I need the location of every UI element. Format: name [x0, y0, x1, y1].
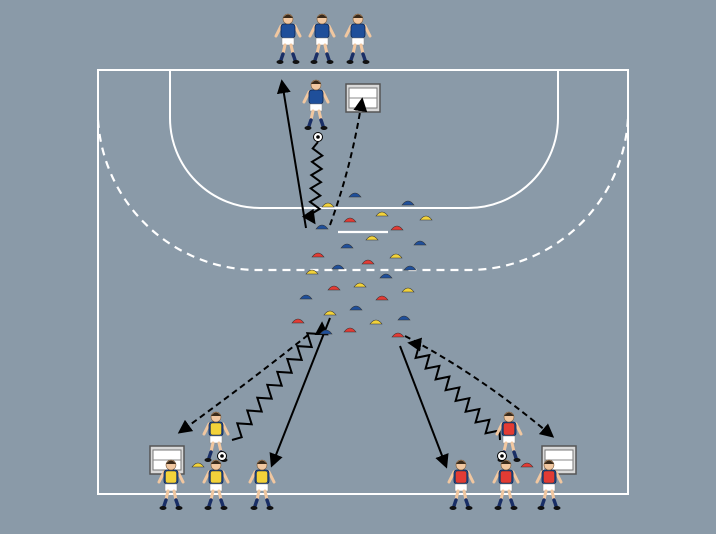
cone-icon: [331, 264, 345, 270]
cone-icon: [413, 240, 427, 246]
cone-icon: [353, 282, 367, 288]
cone-icon: [305, 269, 319, 275]
yellow-dribble-arrow: [231, 321, 329, 441]
cone-icon: [369, 319, 383, 325]
player-icon: [495, 411, 523, 462]
cone-icon: [327, 285, 341, 291]
cone-icon: [403, 265, 417, 271]
cone-icon: [348, 192, 362, 198]
cone-icon: [349, 305, 363, 311]
movement-arrows: [177, 79, 555, 469]
cone-icon: [397, 315, 411, 321]
blue-pass-arrow: [329, 97, 368, 226]
balls: [217, 132, 507, 461]
court-lines: [96, 69, 630, 495]
player-icon: [447, 459, 475, 510]
cone-icon: [391, 332, 405, 338]
ball-icon: [497, 451, 507, 461]
cone-icon: [520, 462, 534, 468]
cone-icon: [340, 243, 354, 249]
free-throw-line: [96, 117, 630, 272]
cone-icon: [343, 327, 357, 333]
cone-icon: [365, 235, 379, 241]
yellow-run-arrow: [269, 317, 331, 468]
blue-run-arrow: [276, 79, 307, 229]
cone-icon: [401, 287, 415, 293]
goal-box-icon: [345, 83, 381, 113]
ball-icon: [313, 132, 323, 142]
player-icon: [492, 459, 520, 510]
cone-icon: [299, 294, 313, 300]
cone-icon: [315, 224, 329, 230]
cone-icon: [311, 252, 325, 258]
cone-field: [191, 192, 534, 468]
goal-area-line: [169, 70, 559, 209]
red-pass-arrow: [404, 335, 555, 438]
cone-icon: [361, 259, 375, 265]
player-icon: [202, 459, 230, 510]
cone-icon: [389, 253, 403, 259]
player-icon: [344, 13, 372, 64]
cone-icon: [379, 273, 393, 279]
blue-dribble-arrow: [301, 141, 325, 225]
cone-icon: [375, 295, 389, 301]
cone-icon: [191, 462, 205, 468]
player-icon: [157, 459, 185, 510]
cone-icon: [321, 202, 335, 208]
cone-icon: [319, 329, 333, 335]
player-icon: [308, 13, 336, 64]
cone-icon: [291, 318, 305, 324]
player-icon: [274, 13, 302, 64]
cone-icon: [375, 211, 389, 217]
ball-icon: [217, 451, 227, 461]
cone-icon: [323, 310, 337, 316]
yellow-pass-arrow: [177, 334, 309, 434]
red-run-arrow: [399, 345, 449, 469]
cone-icon: [401, 200, 415, 206]
player-icon: [535, 459, 563, 510]
player-icon: [248, 459, 276, 510]
red-dribble-arrow: [407, 337, 501, 441]
cone-icon: [343, 217, 357, 223]
cone-icon: [419, 215, 433, 221]
players: [157, 13, 563, 510]
cone-icon: [390, 225, 404, 231]
player-icon: [302, 79, 330, 130]
